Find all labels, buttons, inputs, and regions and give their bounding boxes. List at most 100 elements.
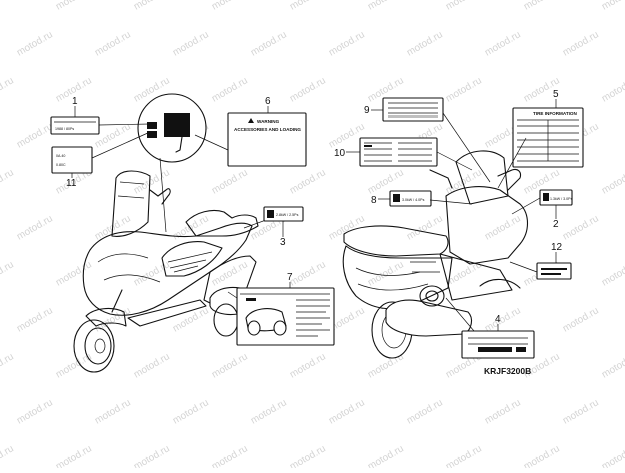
watermark-text: motod.ru bbox=[288, 0, 328, 13]
watermark-text: motod.ru bbox=[210, 0, 250, 13]
leaders-right bbox=[429, 112, 541, 332]
watermark-text: motod.ru bbox=[15, 305, 55, 334]
watermark-text: motod.ru bbox=[132, 443, 172, 468]
callout-10: 10 bbox=[334, 148, 346, 159]
watermark-text: motod.ru bbox=[366, 443, 406, 468]
label-11-line-2: 0.80C bbox=[56, 163, 66, 167]
diagram-code: KRJF3200B bbox=[484, 366, 531, 376]
leaders-left bbox=[91, 123, 267, 299]
watermark-text: motod.ru bbox=[93, 397, 133, 426]
callout-3: 3 bbox=[280, 237, 286, 248]
watermark-text: motod.ru bbox=[249, 29, 289, 58]
watermark-text: motod.ru bbox=[0, 167, 16, 196]
label-7 bbox=[236, 287, 335, 346]
label-2: 1.3kW / 3.0Ps bbox=[539, 189, 573, 206]
watermark-text: motod.ru bbox=[600, 167, 625, 196]
watermark-text: motod.ru bbox=[288, 351, 328, 380]
watermark-text: motod.ru bbox=[54, 443, 94, 468]
watermark-text: motod.ru bbox=[522, 443, 562, 468]
watermark-text: motod.ru bbox=[327, 29, 367, 58]
label-10 bbox=[359, 137, 438, 167]
watermark-text: motod.ru bbox=[600, 351, 625, 380]
watermark-text: motod.ru bbox=[327, 397, 367, 426]
watermark-text: motod.ru bbox=[210, 351, 250, 380]
label-1: 1988 / 80Ps bbox=[50, 116, 100, 135]
label-11: 0A.40 0.80C bbox=[51, 146, 93, 174]
watermark-text: motod.ru bbox=[600, 75, 625, 104]
label-3: 2.8kW / 2.5Ps bbox=[263, 206, 304, 222]
watermark-text: motod.ru bbox=[249, 397, 289, 426]
label-2-text: 1.3kW / 3.0Ps bbox=[550, 197, 573, 201]
callout-8: 8 bbox=[371, 195, 377, 206]
watermark-text: motod.ru bbox=[171, 397, 211, 426]
watermark-text: motod.ru bbox=[15, 29, 55, 58]
callout-layer: 1 11 6 3 7 9 10 8 5 2 12 4 bbox=[66, 89, 563, 331]
callout-12: 12 bbox=[551, 242, 563, 253]
label-6: WARNING ACCESSORIES AND LOADING bbox=[227, 112, 307, 167]
watermark-text: motod.ru bbox=[54, 0, 94, 13]
label-4 bbox=[461, 330, 535, 359]
watermark-text: motod.ru bbox=[171, 305, 211, 334]
label-8-text: 3.0kW / 4.0Ps bbox=[402, 198, 425, 202]
watermark-text: motod.ru bbox=[15, 397, 55, 426]
watermark-text: motod.ru bbox=[210, 167, 250, 196]
callout-4: 4 bbox=[495, 314, 501, 325]
watermark-text: motod.ru bbox=[444, 443, 484, 468]
watermark-text: motod.ru bbox=[483, 213, 523, 242]
watermark-text: motod.ru bbox=[210, 259, 250, 288]
watermark-text: motod.ru bbox=[0, 443, 16, 468]
callout-5: 5 bbox=[553, 89, 559, 100]
watermark-text: motod.ru bbox=[0, 351, 16, 380]
detail-circle bbox=[137, 93, 207, 163]
callout-1: 1 bbox=[72, 96, 78, 107]
watermark-text: motod.ru bbox=[483, 29, 523, 58]
watermark-text: motod.ru bbox=[561, 305, 601, 334]
watermark-text: motod.ru bbox=[405, 397, 445, 426]
label-5: TIRE INFORMATION bbox=[512, 107, 584, 168]
watermark-text: motod.ru bbox=[600, 259, 625, 288]
label-5-title: TIRE INFORMATION bbox=[533, 111, 577, 116]
watermark-text: motod.ru bbox=[54, 259, 94, 288]
scooter-right bbox=[342, 150, 529, 359]
watermark-text: motod.ru bbox=[93, 29, 133, 58]
watermark-text: motod.ru bbox=[405, 29, 445, 58]
label-1-text: 1988 / 80Ps bbox=[55, 127, 74, 131]
label-9 bbox=[382, 97, 444, 122]
label-3-text: 2.8kW / 2.5Ps bbox=[276, 213, 299, 217]
watermark-text: motod.ru bbox=[210, 75, 250, 104]
watermark-text: motod.ru bbox=[288, 259, 328, 288]
watermark-text: motod.ru bbox=[15, 213, 55, 242]
watermark-text: motod.ru bbox=[288, 443, 328, 468]
label-8: 3.0kW / 4.0Ps bbox=[389, 190, 432, 207]
label-12 bbox=[536, 262, 572, 280]
watermark-text: motod.ru bbox=[132, 351, 172, 380]
callout-6: 6 bbox=[265, 96, 271, 107]
watermark-text: motod.ru bbox=[0, 0, 16, 13]
callout-2: 2 bbox=[553, 219, 559, 230]
label-6-subtitle: ACCESSORIES AND LOADING bbox=[234, 127, 301, 132]
watermark-text: motod.ru bbox=[210, 443, 250, 468]
watermark-text: motod.ru bbox=[132, 0, 172, 13]
watermark-text: motod.ru bbox=[444, 75, 484, 104]
callout-7: 7 bbox=[287, 272, 293, 283]
watermark-text: motod.ru bbox=[561, 397, 601, 426]
watermark-text: motod.ru bbox=[54, 351, 94, 380]
watermark-text: motod.ru bbox=[288, 167, 328, 196]
watermark-text: motod.ru bbox=[288, 75, 328, 104]
watermark-text: motod.ru bbox=[522, 0, 562, 13]
watermark-text: motod.ru bbox=[15, 121, 55, 150]
watermark-text: motod.ru bbox=[600, 0, 625, 13]
watermark-text: motod.ru bbox=[483, 397, 523, 426]
watermark-text: motod.ru bbox=[600, 443, 625, 468]
watermark-text: motod.ru bbox=[561, 29, 601, 58]
watermark-text: motod.ru bbox=[0, 75, 16, 104]
watermark-text: motod.ru bbox=[171, 29, 211, 58]
label-6-title: WARNING bbox=[257, 119, 280, 124]
callout-9: 9 bbox=[364, 105, 370, 116]
watermark-text: motod.ru bbox=[561, 213, 601, 242]
label-11-line-1: 0A.40 bbox=[56, 154, 65, 158]
watermark-text: motod.ru bbox=[483, 305, 523, 334]
